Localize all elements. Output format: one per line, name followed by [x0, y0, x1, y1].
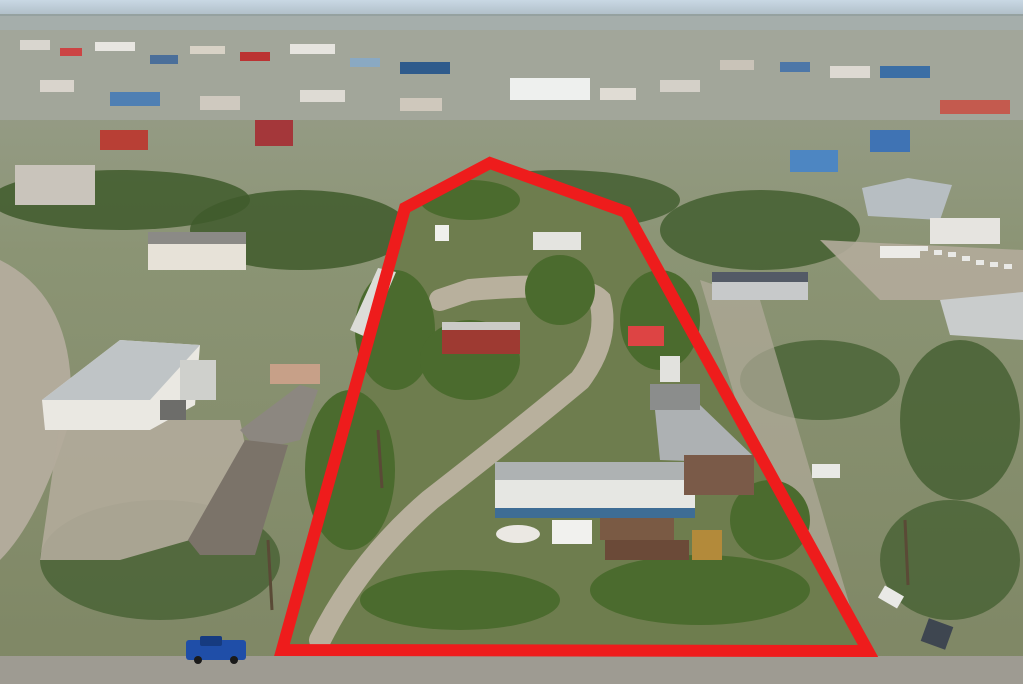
property-boundary	[274, 156, 879, 658]
parked-cars	[812, 246, 1012, 609]
power-poles	[266, 429, 910, 611]
blue-pickup-truck	[186, 636, 246, 664]
property-interior	[285, 165, 865, 651]
horizon-haze	[0, 14, 1023, 34]
left-buildings	[15, 120, 320, 555]
foreground-road	[0, 656, 1023, 684]
distant-town	[0, 30, 1023, 120]
sky	[0, 0, 1023, 16]
dark-truck	[920, 618, 954, 650]
right-buildings	[712, 130, 1023, 340]
